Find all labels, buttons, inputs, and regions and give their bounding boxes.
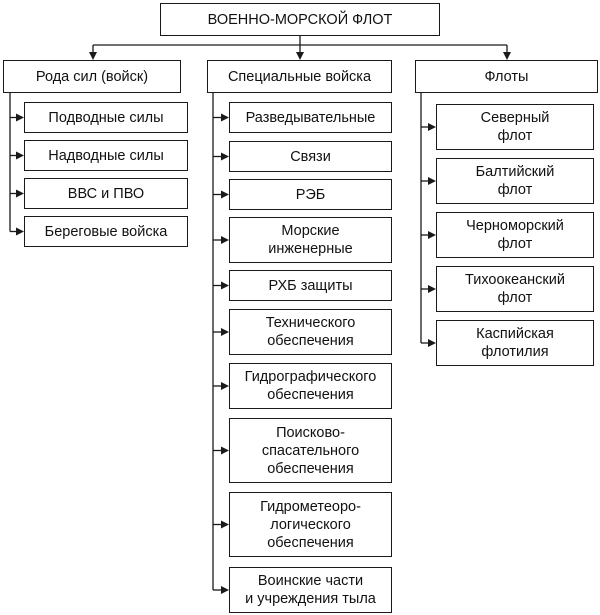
arrowhead <box>221 281 229 290</box>
arrowhead <box>428 231 436 239</box>
arrowhead <box>221 236 229 244</box>
special-item-technical-support: Технического обеспечения <box>229 309 392 355</box>
forces-item-submarine: Подводные силы <box>24 102 188 133</box>
arrowhead <box>503 52 511 60</box>
fleet-item-pacific: Тихоокеанский флот <box>436 266 594 312</box>
special-item-cbrn: РХБ защиты <box>229 270 392 301</box>
category-box-forces: Рода сил (войск) <box>3 60 181 93</box>
arrowhead <box>221 113 229 122</box>
special-item-rear-services: Воинские части и учреждения тыла <box>229 567 392 613</box>
special-item-search-rescue: Поисково- спасательного обеспечения <box>229 418 392 483</box>
arrowhead <box>221 586 229 594</box>
arrowhead <box>428 285 436 293</box>
arrowhead <box>16 113 24 122</box>
arrowhead <box>221 152 229 161</box>
arrowhead <box>221 446 229 455</box>
fleet-item-caspian: Каспийская флотилия <box>436 320 594 366</box>
fleet-item-northern: Северный флот <box>436 104 594 150</box>
forces-item-coastal: Береговые войска <box>24 216 188 247</box>
arrowhead <box>296 52 304 60</box>
arrowhead <box>221 190 229 199</box>
category-box-special-troops: Специальные войска <box>207 60 392 93</box>
arrowhead <box>428 177 436 185</box>
arrowhead <box>89 52 97 60</box>
forces-item-surface: Надводные силы <box>24 140 188 171</box>
arrowhead <box>221 520 229 529</box>
category-box-fleets: Флоты <box>415 60 598 93</box>
special-item-hydrographic: Гидрографического обеспечения <box>229 363 392 409</box>
special-item-hydrometeorological: Гидрометеоро- логического обеспечения <box>229 492 392 557</box>
special-item-ew: РЭБ <box>229 179 392 210</box>
arrowhead <box>16 151 24 160</box>
arrowhead <box>221 328 229 336</box>
special-item-engineering: Морские инженерные <box>229 217 392 263</box>
special-item-signals: Связи <box>229 141 392 172</box>
arrowhead <box>428 339 436 347</box>
arrowhead <box>428 123 436 131</box>
special-item-reconnaissance: Разведывательные <box>229 102 392 133</box>
arrowhead <box>221 382 229 390</box>
fleet-item-baltic: Балтийский флот <box>436 158 594 204</box>
forces-item-air-defense: ВВС и ПВО <box>24 178 188 209</box>
fleet-item-black-sea: Черноморский флот <box>436 212 594 258</box>
arrowhead <box>16 189 24 198</box>
arrowhead <box>16 227 24 236</box>
root-box: ВОЕННО-МОРСКОЙ ФЛОТ <box>160 3 440 36</box>
